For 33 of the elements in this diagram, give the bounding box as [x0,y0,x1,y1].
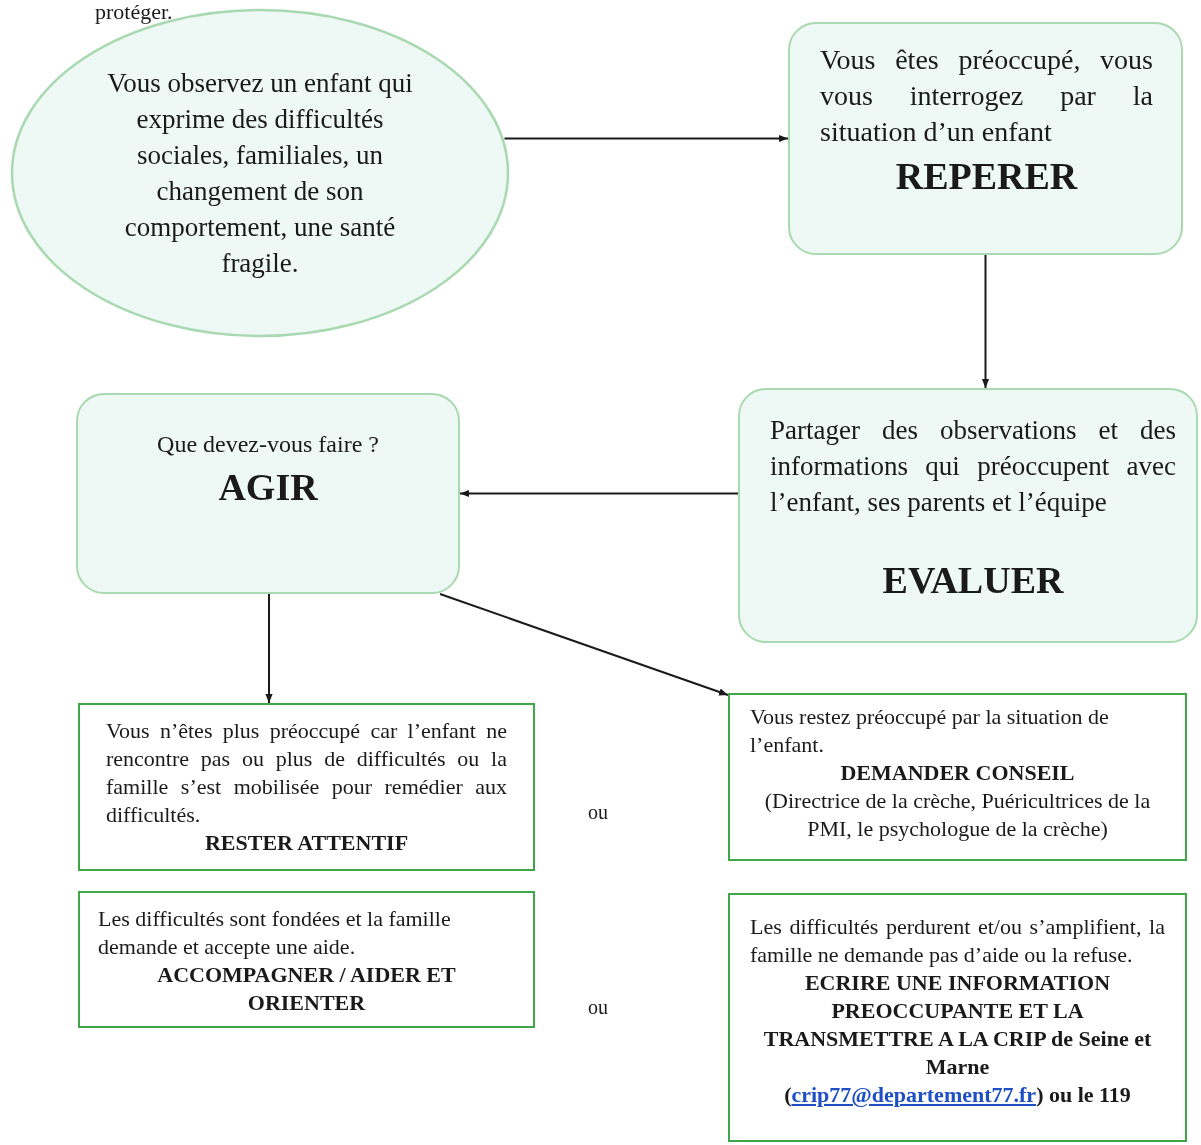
description-text: Les difficultés perdurent et/ou s’amplifient, la famille ne demande pas d’aide ou la refuse. [750,913,1165,969]
arrow [265,593,273,704]
action-text: ACCOMPAGNER / AIDER ET ORIENTER [156,961,457,1017]
description-text: Vous n’êtes plus préoccupé car l’enfant ne rencontre pas ou plus de difficultés ou la famille s’est mobilisée pour remédier aux difficultés. [106,717,507,829]
action-text: ECRIRE UNE INFORMATION PREOCCUPANTE ET LA TRANSMETTRE A LA CRIP de Seine et Marne [762,969,1153,1081]
arrow [439,593,729,696]
connector-word: ou [588,800,608,825]
step-title: AGIR [217,465,319,510]
connector-word: ou [588,995,608,1020]
outcome-box [728,693,1187,861]
description-text: Les difficultés sont fondées et la famille demande et accepte une aide. [98,905,452,961]
description-text: Vous restez préoccupé par la situation de l’enfant. [750,703,1110,759]
action-text: RESTER ATTENTIF [203,829,410,857]
step-box [738,388,1198,643]
step-box [788,22,1183,255]
action-text: DEMANDER CONSEIL [839,759,1076,787]
step-box [76,393,460,594]
action-text: (crip77@departement77.fr) ou le 119 [783,1081,1132,1109]
arrow [459,489,739,498]
outcome-box [78,703,535,871]
step-title: REPERER [894,154,1079,199]
arrow [503,134,789,143]
description-text: Partager des observations et des informations qui préoccupent avec l’enfant, ses parents et l’équipe [770,414,1176,519]
outcome-box [78,891,535,1028]
email-link: crip77@departement77.fr [791,1082,1037,1107]
note-text: (Directrice de la crèche, Puéricultrices de la PMI, le psychologue de la crèche) [763,787,1152,843]
step-title: EVALUER [881,558,1065,603]
outcome-box [728,893,1187,1142]
cut-off-text: protéger. [95,0,173,24]
description-text: Vous êtes préoccupé, vous vous interrogez par la situation d’un enfant [820,43,1153,149]
arrow [981,254,990,389]
description-text: Que devez-vous faire ? [157,430,379,459]
description-text: Vous observez un enfant qui exprime des difficultés sociales, familiales, un changement de son comportement, une santé fragile. [106,67,414,280]
